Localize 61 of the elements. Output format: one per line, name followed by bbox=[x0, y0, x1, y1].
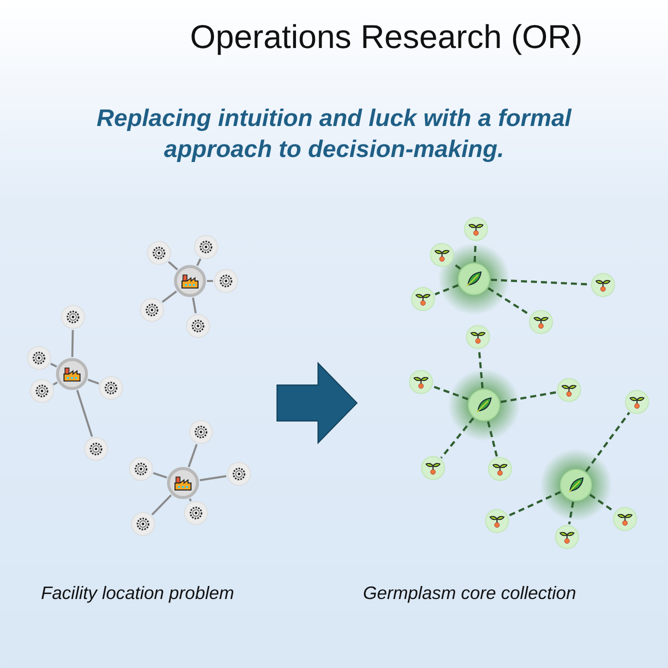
customer-node bbox=[184, 501, 208, 525]
accession-node bbox=[613, 507, 637, 531]
accession-node bbox=[557, 378, 581, 402]
customer-node bbox=[214, 269, 238, 293]
accession-node bbox=[421, 456, 445, 480]
subtitle: Replacing intuition and luck with a formal approach to decision-making. bbox=[96, 104, 573, 166]
customer-node bbox=[131, 512, 155, 536]
connector-line bbox=[192, 298, 197, 314]
connector-line bbox=[188, 444, 198, 468]
connector-line bbox=[568, 502, 574, 524]
caption: Facility location problem bbox=[41, 583, 234, 604]
caption: Germplasm core collection bbox=[363, 583, 576, 604]
connector-line bbox=[440, 418, 474, 459]
connector-line bbox=[71, 330, 74, 358]
customer-node bbox=[186, 314, 210, 338]
accession-node bbox=[464, 217, 488, 241]
facility-node bbox=[56, 358, 88, 390]
customer-node bbox=[99, 376, 123, 400]
connector-line bbox=[168, 260, 178, 270]
customer-node bbox=[147, 241, 171, 265]
facility-node bbox=[174, 265, 206, 297]
connector-line bbox=[196, 258, 202, 266]
accession-node bbox=[555, 525, 579, 549]
connector-line bbox=[434, 284, 459, 296]
connector-line bbox=[88, 378, 100, 385]
accession-node bbox=[485, 509, 509, 533]
connector-line bbox=[152, 472, 168, 479]
accession-node bbox=[591, 273, 615, 297]
customer-node bbox=[140, 298, 164, 322]
facility-node bbox=[167, 467, 199, 499]
connector-line bbox=[151, 494, 172, 516]
customer-node bbox=[84, 437, 108, 461]
customer-node bbox=[227, 462, 251, 486]
connector-line bbox=[207, 280, 213, 282]
customer-node bbox=[189, 420, 213, 444]
connector-line bbox=[188, 498, 192, 502]
connector-line bbox=[500, 391, 556, 404]
connector-line bbox=[589, 494, 615, 512]
accession-node bbox=[411, 287, 435, 311]
accession-node bbox=[466, 325, 490, 349]
accession-node bbox=[409, 370, 433, 394]
accession-node bbox=[488, 457, 512, 481]
connector-line bbox=[487, 421, 498, 457]
title: Operations Research (OR) bbox=[190, 18, 582, 56]
accession-node bbox=[529, 310, 553, 334]
accession-node bbox=[625, 390, 649, 414]
accession-node bbox=[430, 243, 454, 267]
connector-line bbox=[432, 385, 468, 400]
customer-node bbox=[61, 305, 85, 329]
connector-line bbox=[200, 475, 226, 482]
connector-line bbox=[50, 362, 58, 368]
customer-node bbox=[27, 346, 51, 370]
customer-node bbox=[129, 457, 153, 481]
connector-line bbox=[76, 390, 93, 437]
connector-line bbox=[162, 290, 178, 303]
connector-line bbox=[508, 491, 561, 517]
customer-node bbox=[30, 379, 54, 403]
connector-line bbox=[478, 350, 484, 388]
connector-line bbox=[585, 412, 630, 472]
connector-line bbox=[52, 382, 58, 386]
customer-node bbox=[194, 235, 218, 259]
